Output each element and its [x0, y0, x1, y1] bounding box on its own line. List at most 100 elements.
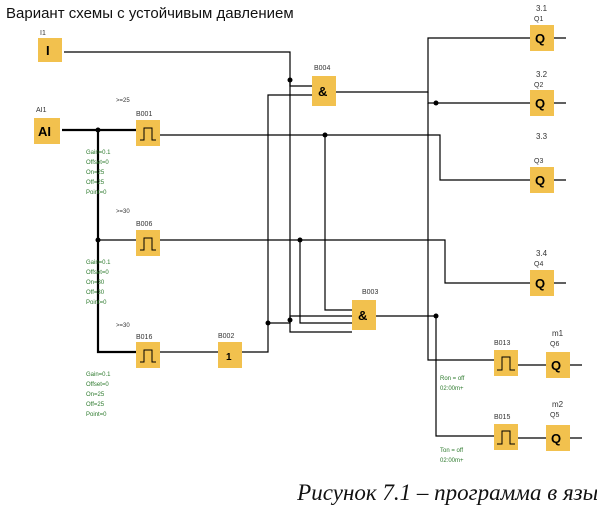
output-id: m2 — [552, 400, 564, 409]
input-ai1-symbol: AI — [38, 124, 51, 139]
output-label: Q6 — [550, 341, 559, 348]
timer-label: B013 — [494, 340, 510, 347]
output-symbol: Q — [535, 31, 545, 46]
comparator-param: Point=0 — [86, 412, 107, 418]
timer-param: 02:00m+ — [440, 458, 464, 464]
output-label: Q2 — [534, 82, 543, 89]
output-stubs — [554, 37, 582, 439]
output-block — [530, 90, 554, 116]
wire-b001-q3 — [160, 134, 530, 181]
comparator-block — [136, 342, 160, 368]
logic-block — [218, 342, 242, 368]
logic-symbol: & — [358, 308, 367, 323]
timer-label: B015 — [494, 414, 510, 421]
comparator-param: Offset=0 — [86, 160, 109, 166]
comparator-param: Offset=0 — [86, 382, 109, 388]
junction-dot — [265, 320, 271, 326]
output-symbol: Q — [535, 276, 545, 291]
logic-block — [352, 300, 376, 330]
output-m2: m2 Q5 Q — [546, 400, 570, 451]
timer-block — [494, 424, 518, 450]
junction-dot — [433, 100, 439, 106]
wire-b002-b003 — [268, 315, 352, 324]
comparator-symbol — [140, 349, 156, 363]
input-i1-label: I1 — [40, 30, 46, 37]
timer-param: Ton = off — [440, 448, 463, 454]
comparator-param: On=25 — [86, 170, 105, 176]
output-q3: 3.3 Q3 Q — [530, 132, 554, 193]
comparator-param: Offset=0 — [86, 270, 109, 276]
timer-param: 02:00m+ — [440, 386, 464, 392]
and-block-b004: B004 & — [312, 65, 336, 106]
timer-symbol — [497, 356, 515, 371]
comparator-param: Point=0 — [86, 190, 107, 196]
comparator-param: Off=25 — [86, 402, 105, 408]
logic-label: B002 — [218, 333, 234, 340]
output-symbol: Q — [535, 173, 545, 188]
figure-caption: Рисунок 7.1 – программа в языке FBD. — [296, 480, 597, 505]
wire-ai1-vertical — [96, 130, 136, 354]
comparator-b001: >=25 B001 Gain=0.1 Offset=0 On=25 Off=25… — [86, 98, 160, 196]
logic-symbol: 1 — [226, 352, 232, 363]
comparator-param: Gain=0.1 — [86, 260, 111, 266]
input-ai1-block — [34, 118, 60, 144]
output-block — [530, 167, 554, 193]
output-label: Q1 — [534, 16, 543, 23]
logic-label: B004 — [314, 65, 330, 72]
output-block — [546, 425, 570, 451]
output-symbol: Q — [551, 358, 561, 373]
output-m1: m1 Q6 Q — [546, 329, 570, 378]
input-ai1-label: AI1 — [36, 107, 47, 114]
junction-dot — [95, 237, 101, 243]
output-id: 3.2 — [536, 70, 548, 79]
comparator-threshold: >=25 — [116, 98, 130, 104]
comparator-block — [136, 230, 160, 256]
junction-dot — [287, 317, 293, 323]
wire-b004-b013 — [427, 103, 494, 361]
timer-b015: B015 Ton = off 02:00m+ — [440, 414, 518, 464]
wire-b003-b015 — [376, 315, 494, 437]
timer-block — [494, 350, 518, 376]
output-symbol: Q — [551, 431, 561, 446]
output-id: 3.3 — [536, 132, 548, 141]
output-id: 3.4 — [536, 249, 548, 258]
timer-b013: B013 Ron = off 02:00m+ — [440, 340, 518, 392]
logic-label: B003 — [362, 289, 378, 296]
input-i1: I1 I — [38, 30, 62, 62]
junction-dot — [433, 313, 439, 319]
input-i1-symbol: I — [46, 43, 50, 58]
output-id: 3.1 — [536, 4, 548, 13]
input-ai1: AI1 AI — [34, 107, 60, 144]
wire-b004-q2 — [427, 92, 530, 104]
output-block — [546, 352, 570, 378]
output-q4: 3.4 Q4 Q — [530, 249, 554, 296]
output-id: m1 — [552, 329, 564, 338]
junction-dot — [297, 237, 303, 243]
input-i1-block — [38, 38, 62, 62]
comparator-param: Point=0 — [86, 300, 107, 306]
junction-dot — [322, 132, 328, 138]
output-block — [530, 270, 554, 296]
comparator-threshold: >=30 — [116, 209, 130, 215]
comparator-b016: >=30 B016 Gain=0.1 Offset=0 On=25 Off=25… — [86, 323, 160, 418]
wire-b002-b004 — [242, 94, 312, 353]
comparator-param: Off=25 — [86, 180, 105, 186]
output-label: Q3 — [534, 158, 543, 165]
wire-b006-q4 — [160, 239, 530, 284]
timer-symbol — [497, 430, 515, 445]
wire-b006-b003 — [299, 240, 352, 324]
comparator-param: Gain=0.1 — [86, 372, 111, 378]
not-block-b002: B002 1 — [218, 333, 242, 368]
output-q2: 3.2 Q2 Q — [530, 70, 554, 116]
timer-param: Ron = off — [440, 376, 465, 382]
logic-block — [312, 76, 336, 106]
comparator-symbol — [140, 237, 156, 251]
comparator-label: B016 — [136, 334, 152, 341]
wire-i1-b003 — [289, 80, 352, 333]
output-symbol: Q — [535, 96, 545, 111]
comparator-param: On=30 — [86, 280, 105, 286]
comparator-b006: >=30 B006 Gain=0.1 Offset=0 On=30 Off=30… — [86, 209, 160, 306]
and-block-b003: B003 & — [352, 289, 378, 330]
wire-b004-q1 — [336, 37, 530, 93]
